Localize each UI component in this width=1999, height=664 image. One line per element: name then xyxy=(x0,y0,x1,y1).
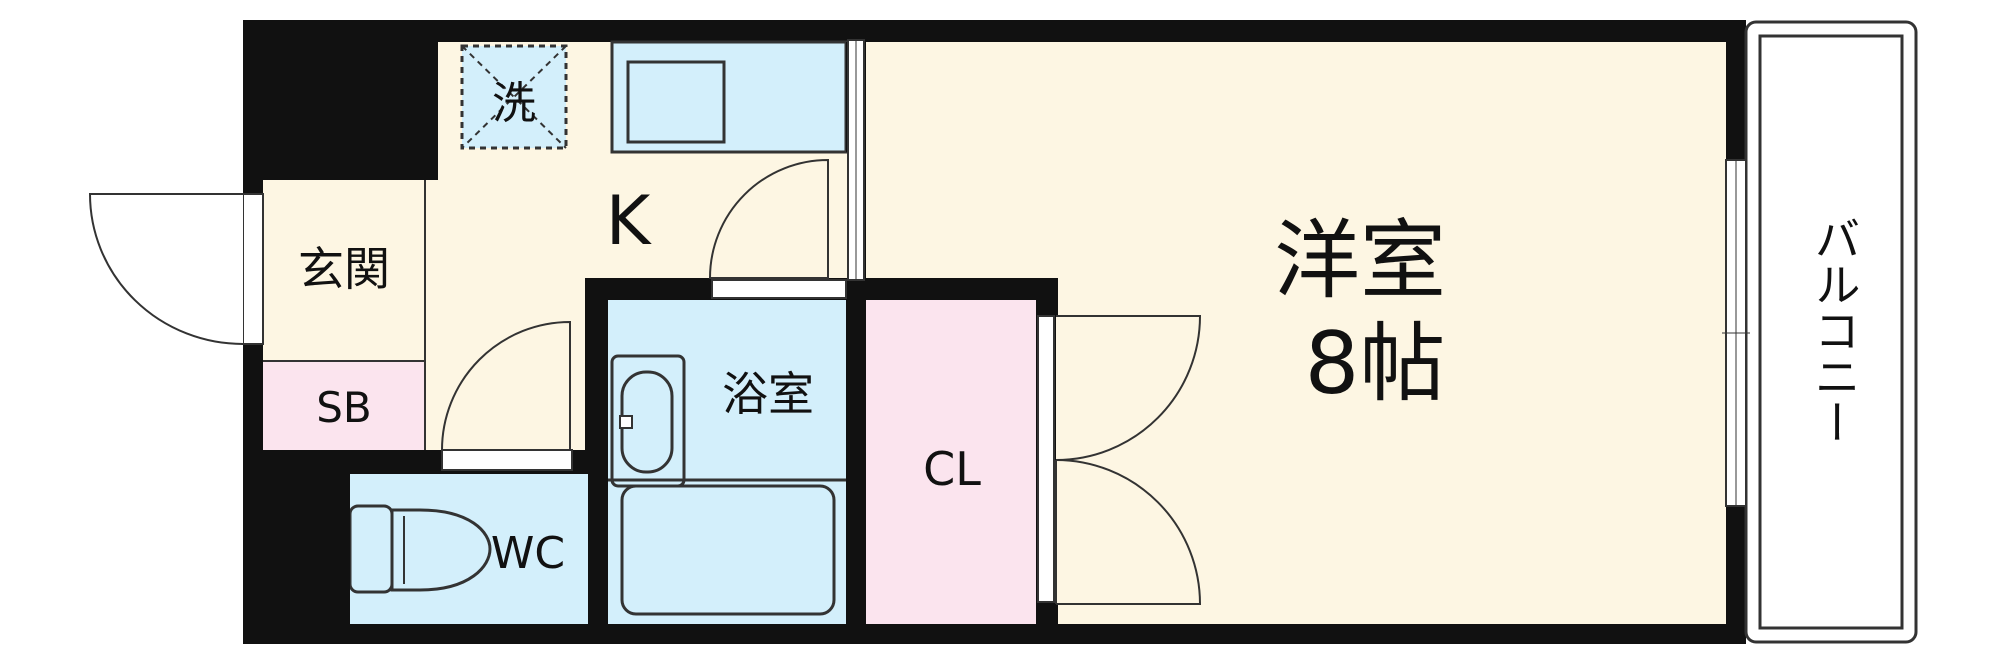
closet-door-swing-upper xyxy=(1055,315,1202,461)
bathtub xyxy=(620,484,836,616)
toilet-tank xyxy=(348,504,394,594)
label-toilet: WC xyxy=(491,528,565,579)
faucet-icon xyxy=(619,415,633,429)
sink-counter xyxy=(610,40,848,154)
wall-wc-bath xyxy=(588,278,608,624)
label-western-room-size: 8帖 xyxy=(1305,314,1446,414)
bath-door-frame[interactable] xyxy=(711,279,847,299)
wall-lower-left xyxy=(243,450,350,644)
shoe-box-area xyxy=(263,362,425,450)
label-shoe-box: SB xyxy=(316,383,371,432)
washer-cross-1 xyxy=(461,45,567,149)
washbasin-counter xyxy=(610,354,686,488)
wc-door-swing xyxy=(440,320,571,451)
balcony-inner-rail xyxy=(1758,34,1904,630)
closet-door-frame[interactable] xyxy=(1037,315,1055,603)
toilet-bowl xyxy=(390,508,492,592)
label-balcony: バルコニー xyxy=(1808,215,1862,445)
washer-cross-2 xyxy=(461,45,567,149)
label-closet: CL xyxy=(923,442,981,496)
bathroom-area xyxy=(608,300,846,624)
entrance-door-frame[interactable] xyxy=(242,193,264,345)
sink-basin xyxy=(626,60,726,144)
label-entrance: 玄関 xyxy=(298,242,390,296)
label-washer: 洗 xyxy=(492,78,536,129)
label-bathroom: 浴室 xyxy=(722,367,814,421)
closet-area xyxy=(866,300,1036,624)
closet-door-swing-lower xyxy=(1055,459,1202,605)
entrance-door-swing xyxy=(88,193,244,345)
wc-door-frame[interactable] xyxy=(441,449,573,471)
wall-bath-closet xyxy=(846,278,866,624)
bath-door-swing xyxy=(708,158,829,279)
wall-upper-left xyxy=(243,20,438,180)
label-kitchen: K xyxy=(606,182,653,261)
entrance-area xyxy=(263,180,425,360)
label-western-room: 洋室 xyxy=(1274,211,1446,311)
